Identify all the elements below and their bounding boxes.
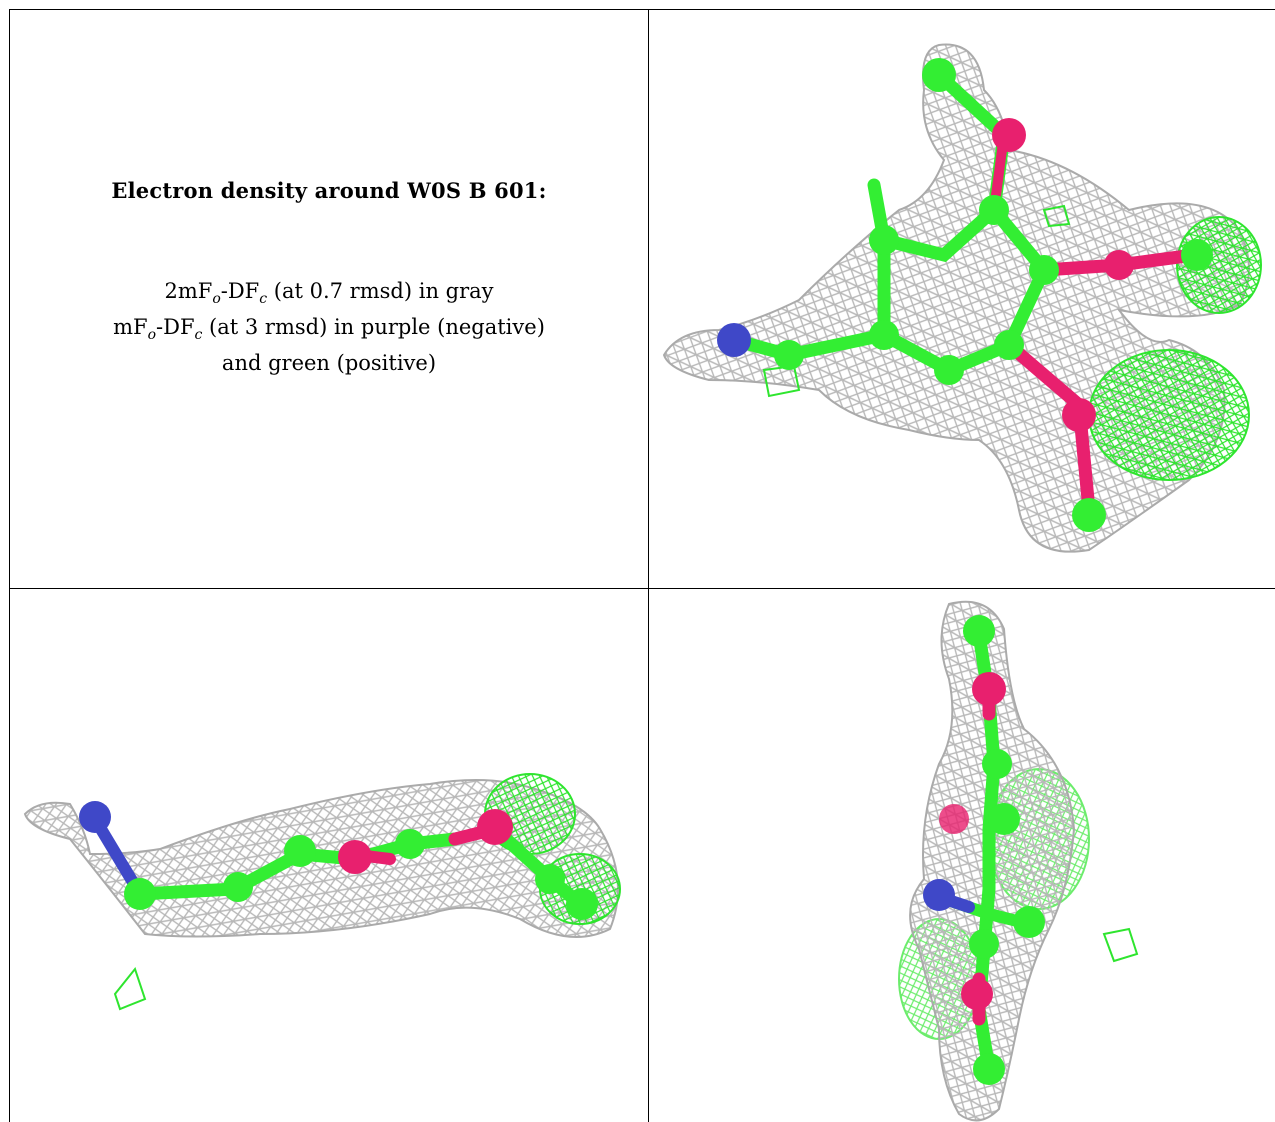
table-border-mid-horizontal <box>9 588 1275 589</box>
density-view-top <box>649 10 1275 588</box>
carbon-atom <box>994 330 1024 360</box>
carbon-atom <box>963 615 995 647</box>
carbon-atom <box>973 1053 1005 1085</box>
oxygen-atom <box>1104 250 1134 280</box>
density-view-end <box>649 589 1275 1122</box>
carbon-atom <box>1072 498 1106 532</box>
oxygen-atom <box>961 978 993 1010</box>
table-border-mid-vertical <box>648 9 649 1122</box>
density-view-side <box>10 589 648 1122</box>
mesh-positive-blob <box>113 966 147 1011</box>
oxygen-atom <box>992 118 1026 152</box>
oxygen-atom <box>1062 398 1096 432</box>
carbon-atom <box>566 888 598 920</box>
caption-line-fofc: mFo-DFc (at 3 rmsd) in purple (negative) <box>113 315 545 344</box>
caption-line-colors: and green (positive) <box>221 351 437 376</box>
carbon-atom <box>982 749 1012 779</box>
carbon-atom <box>969 929 999 959</box>
mesh-positive-blob <box>1102 927 1139 963</box>
carbon-atom <box>979 195 1009 225</box>
carbon-atom <box>869 320 899 350</box>
caption-description: 2mFo-DFc (at 0.7 rmsd) in gray mFo-DFc (… <box>113 277 545 377</box>
carbon-atom <box>535 864 565 894</box>
caption-line-2fofc: 2mFo-DFc (at 0.7 rmsd) in gray <box>164 279 494 308</box>
oxygen-atom <box>338 840 372 874</box>
table-border-top <box>9 9 1275 10</box>
nitrogen-atom <box>717 323 751 357</box>
oxygen-atom <box>477 809 513 845</box>
carbon-atom <box>1013 906 1045 938</box>
density-render-end <box>898 600 1139 1122</box>
carbon-atom <box>922 58 956 92</box>
nitrogen-atom <box>923 879 955 911</box>
carbon-atom <box>223 872 253 902</box>
carbon-atom <box>395 829 425 859</box>
table-border-left <box>9 9 10 1122</box>
density-render-side <box>23 773 621 1011</box>
mesh-positive-blob <box>1042 204 1071 228</box>
carbon-atom <box>934 355 964 385</box>
oxygen-atom <box>939 804 969 834</box>
carbon-atom <box>774 340 804 370</box>
density-render-top <box>662 43 1262 553</box>
carbon-atom <box>284 835 316 867</box>
mesh-positive-blob <box>1088 349 1250 481</box>
legend-caption: Electron density around W0S B 601: 2mFo-… <box>10 10 648 587</box>
oxygen-atom <box>972 672 1006 706</box>
carbon-atom <box>988 803 1020 835</box>
caption-title: Electron density around W0S B 601: <box>111 178 547 203</box>
carbon-atom <box>1181 239 1213 271</box>
carbon-atom <box>869 225 899 255</box>
nitrogen-atom <box>79 801 111 833</box>
carbon-atom <box>124 878 156 910</box>
carbon-atom <box>1029 255 1059 285</box>
